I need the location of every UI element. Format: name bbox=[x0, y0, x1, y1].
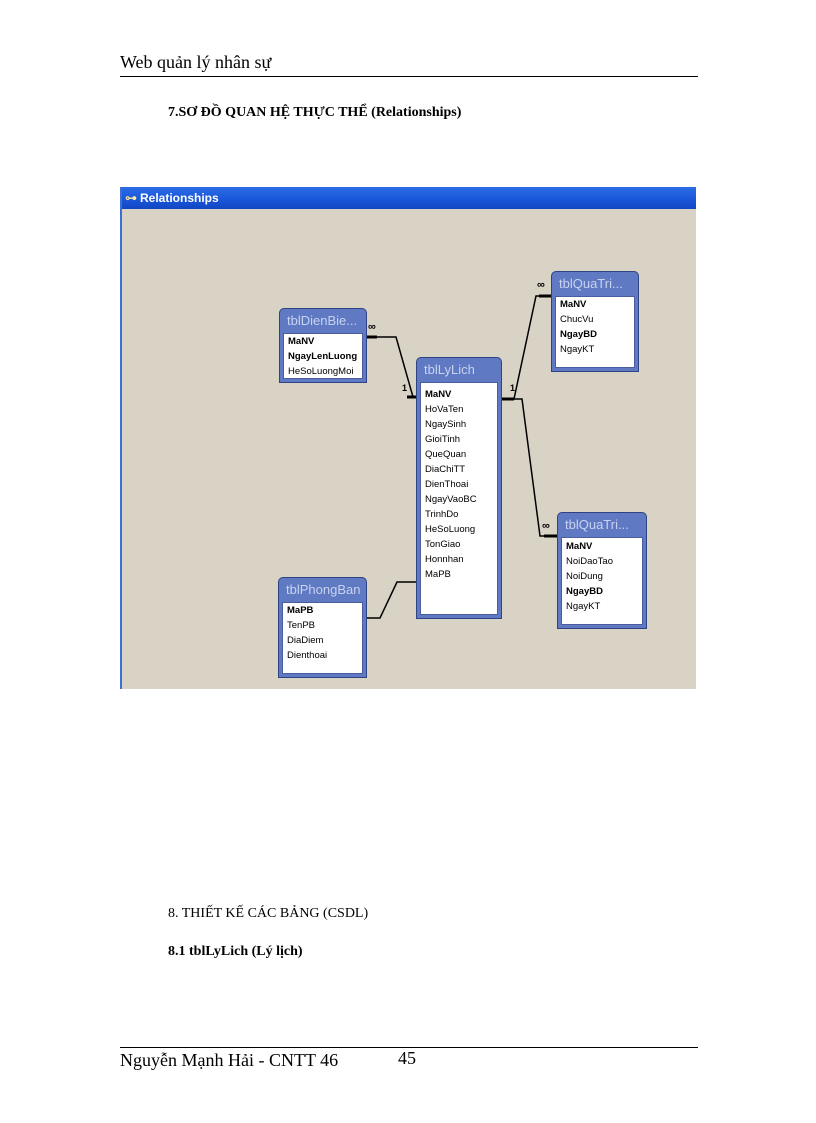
field[interactable]: MaPB bbox=[287, 605, 314, 616]
field[interactable]: NoiDaoTao bbox=[566, 556, 613, 567]
field[interactable]: MaNV bbox=[288, 336, 315, 347]
page-number: 45 bbox=[398, 1048, 416, 1068]
one-card-dienbien: 1 bbox=[402, 383, 408, 393]
field[interactable]: ChucVu bbox=[560, 314, 594, 325]
line-dienbien-lylich bbox=[365, 336, 420, 398]
field[interactable]: MaNV bbox=[425, 389, 452, 400]
line-lylich-quatri1 bbox=[500, 295, 553, 400]
field[interactable]: NgaySinh bbox=[425, 419, 467, 430]
field-list[interactable]: MaNV NoiDaoTao NoiDung NgayBD NgayKT bbox=[561, 537, 643, 625]
line-lylich-quatri2 bbox=[514, 398, 559, 537]
field[interactable]: MaNV bbox=[560, 299, 587, 310]
field[interactable]: NgayKT bbox=[560, 344, 595, 355]
many-card-quatri1: ∞ bbox=[537, 279, 545, 291]
field[interactable]: NgayBD bbox=[566, 586, 603, 597]
field-list[interactable]: MaPB TenPB DiaDiem Dienthoai bbox=[282, 602, 363, 674]
page-header: Web quản lý nhân sự bbox=[120, 52, 272, 72]
field-list[interactable]: MaNV NgayLenLuong HeSoLuongMoi bbox=[283, 333, 363, 379]
table-title: tblLyLich bbox=[424, 362, 475, 377]
field[interactable]: QueQuan bbox=[425, 449, 467, 460]
field[interactable]: NgayBD bbox=[560, 329, 597, 340]
field-list[interactable]: MaNV HoVaTen NgaySinh GioiTinh QueQuan D… bbox=[420, 382, 498, 615]
table-quatri-1[interactable]: tblQuaTri... MaNV ChucVu NgayBD NgayKT bbox=[551, 271, 639, 372]
table-title: tblPhongBan bbox=[286, 582, 361, 597]
table-title: tblQuaTri... bbox=[559, 276, 623, 291]
field[interactable]: NgayKT bbox=[566, 601, 601, 612]
section-7-title: 7.SƠ ĐỒ QUAN HỆ THỰC THỂ (Relationships) bbox=[168, 105, 462, 120]
section-8-1-title: 8.1 tblLyLich (Lý lịch) bbox=[168, 944, 303, 959]
relationship-canvas: ∞ 1 1 ∞ ∞ tblDienBie... MaNV NgayLenLuon… bbox=[122, 209, 696, 689]
field[interactable]: DiaDiem bbox=[287, 635, 324, 646]
section-8-title: 8. THIẾT KẾ CÁC BẢNG (CSDL) bbox=[168, 906, 369, 921]
field[interactable]: HeSoLuongMoi bbox=[288, 366, 354, 377]
window-title: Relationships bbox=[140, 191, 219, 205]
field[interactable]: NgayVaoBC bbox=[425, 494, 477, 505]
relationship-lines bbox=[365, 294, 559, 619]
header-rule bbox=[120, 76, 698, 77]
relationships-window: ⊶ Relationships ∞ 1 1 ∞ ∞ tblDienBie... bbox=[120, 187, 696, 689]
field[interactable]: NoiDung bbox=[566, 571, 603, 582]
field[interactable]: DienThoai bbox=[425, 479, 469, 490]
field[interactable]: HoVaTen bbox=[425, 404, 464, 415]
table-lylich[interactable]: tblLyLich MaNV HoVaTen NgaySinh GioiTinh… bbox=[416, 357, 502, 619]
footer-author: Nguyễn Mạnh Hải - CNTT 46 bbox=[120, 1050, 339, 1070]
table-phongban[interactable]: tblPhongBan MaPB TenPB DiaDiem Dienthoai bbox=[278, 577, 367, 678]
field-list[interactable]: MaNV ChucVu NgayBD NgayKT bbox=[555, 296, 635, 368]
field[interactable]: HeSoLuong bbox=[425, 524, 476, 535]
field[interactable]: TenPB bbox=[287, 620, 315, 631]
table-title: tblQuaTri... bbox=[565, 517, 629, 532]
table-quatri-2[interactable]: tblQuaTri... MaNV NoiDaoTao NoiDung Ngay… bbox=[557, 512, 647, 629]
field[interactable]: Honnhan bbox=[425, 554, 464, 565]
field[interactable]: TrinhDo bbox=[425, 509, 459, 520]
many-card-quatri2: ∞ bbox=[542, 520, 550, 532]
relationships-icon: ⊶ bbox=[125, 191, 137, 205]
window-titlebar[interactable]: ⊶ Relationships bbox=[122, 187, 696, 209]
field[interactable]: TonGiao bbox=[425, 539, 461, 550]
field[interactable]: NgayLenLuong bbox=[288, 351, 358, 362]
line-phongban-lylich bbox=[365, 581, 420, 619]
field[interactable]: MaPB bbox=[425, 569, 451, 580]
footer-rule bbox=[120, 1047, 698, 1048]
table-dienbien[interactable]: tblDienBie... MaNV NgayLenLuong HeSoLuon… bbox=[279, 308, 367, 383]
field[interactable]: GioiTinh bbox=[425, 434, 461, 445]
field[interactable]: MaNV bbox=[566, 541, 593, 552]
table-title: tblDienBie... bbox=[287, 313, 358, 328]
field[interactable]: DiaChiTT bbox=[425, 464, 466, 475]
many-card-dienbien: ∞ bbox=[368, 321, 376, 333]
field[interactable]: Dienthoai bbox=[287, 650, 328, 661]
one-card-quatri: 1 bbox=[510, 383, 516, 393]
